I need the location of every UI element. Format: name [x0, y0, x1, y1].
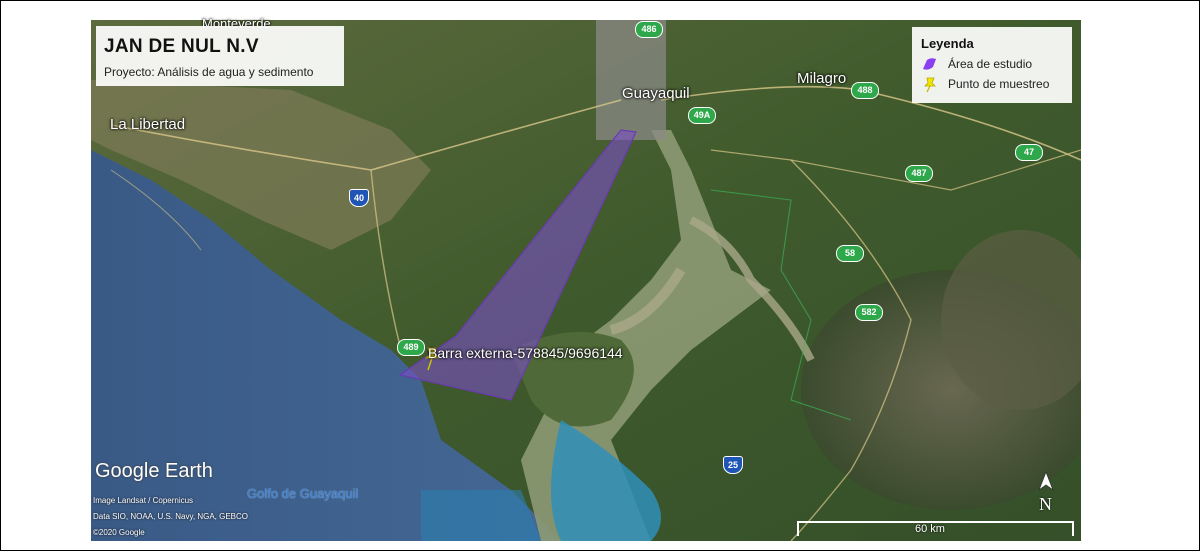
water-label-gulf: Golfo de Guayaquil	[247, 486, 359, 501]
road-shield-58: 58	[836, 245, 864, 262]
interstate-shield-25: 25	[723, 456, 743, 474]
place-label-la-libertad: La Libertad	[110, 116, 186, 133]
place-label-guayaquil: Guayaquil	[622, 85, 690, 102]
copyright-credit: ©2020 Google	[93, 528, 145, 537]
legend-label-sample-point: Punto de muestreo	[948, 77, 1050, 91]
road-shield-487: 487	[905, 165, 933, 182]
satellite-map[interactable]: 486 488 49A 487 47 58 582 489 40 25	[91, 20, 1081, 541]
road-shield-488: 488	[851, 82, 879, 99]
legend-item-study-area: Área de estudio	[921, 57, 1032, 74]
sample-point-label: Barra externa-578845/9696144	[428, 345, 623, 361]
road-shield-47: 47	[1015, 144, 1043, 161]
legend-title: Leyenda	[921, 36, 974, 51]
purple-polygon-icon	[923, 58, 936, 70]
road-shield-486: 486	[635, 21, 663, 38]
interstate-shield-40: 40	[349, 189, 369, 207]
map-title: JAN DE NUL N.V	[104, 36, 259, 57]
road-shield-489: 489	[397, 339, 425, 356]
data-credit: Data SIO, NOAA, U.S. Navy, NGA, GEBCO	[93, 512, 248, 521]
legend-panel: Leyenda Área de estudio Punto de muestre…	[912, 27, 1072, 103]
scale-bar-line	[797, 521, 1074, 536]
legend-item-sample-point: Punto de muestreo	[921, 77, 1049, 96]
pushpin-icon[interactable]	[422, 346, 442, 374]
imagery-credit: Image Landsat / Copernicus	[93, 496, 194, 505]
north-arrow-icon	[1038, 470, 1054, 492]
study-area-polygon	[398, 129, 637, 401]
map-imagery	[91, 20, 1081, 541]
yellow-pushpin-icon	[924, 77, 936, 93]
road-shield-582: 582	[855, 304, 883, 321]
north-label: N	[1039, 494, 1052, 514]
google-earth-logo: Google Earth	[95, 460, 213, 482]
title-panel: JAN DE NUL N.V Proyecto: Análisis de agu…	[96, 26, 344, 86]
place-label-milagro: Milagro	[797, 70, 847, 87]
north-arrow: N	[1035, 470, 1057, 518]
road-shield-49a: 49A	[688, 107, 716, 124]
scale-bar: 60 km	[797, 521, 1074, 537]
scale-bar-label: 60 km	[915, 523, 945, 535]
map-subtitle: Proyecto: Análisis de agua y sedimento	[104, 65, 314, 79]
legend-label-study-area: Área de estudio	[948, 57, 1033, 71]
